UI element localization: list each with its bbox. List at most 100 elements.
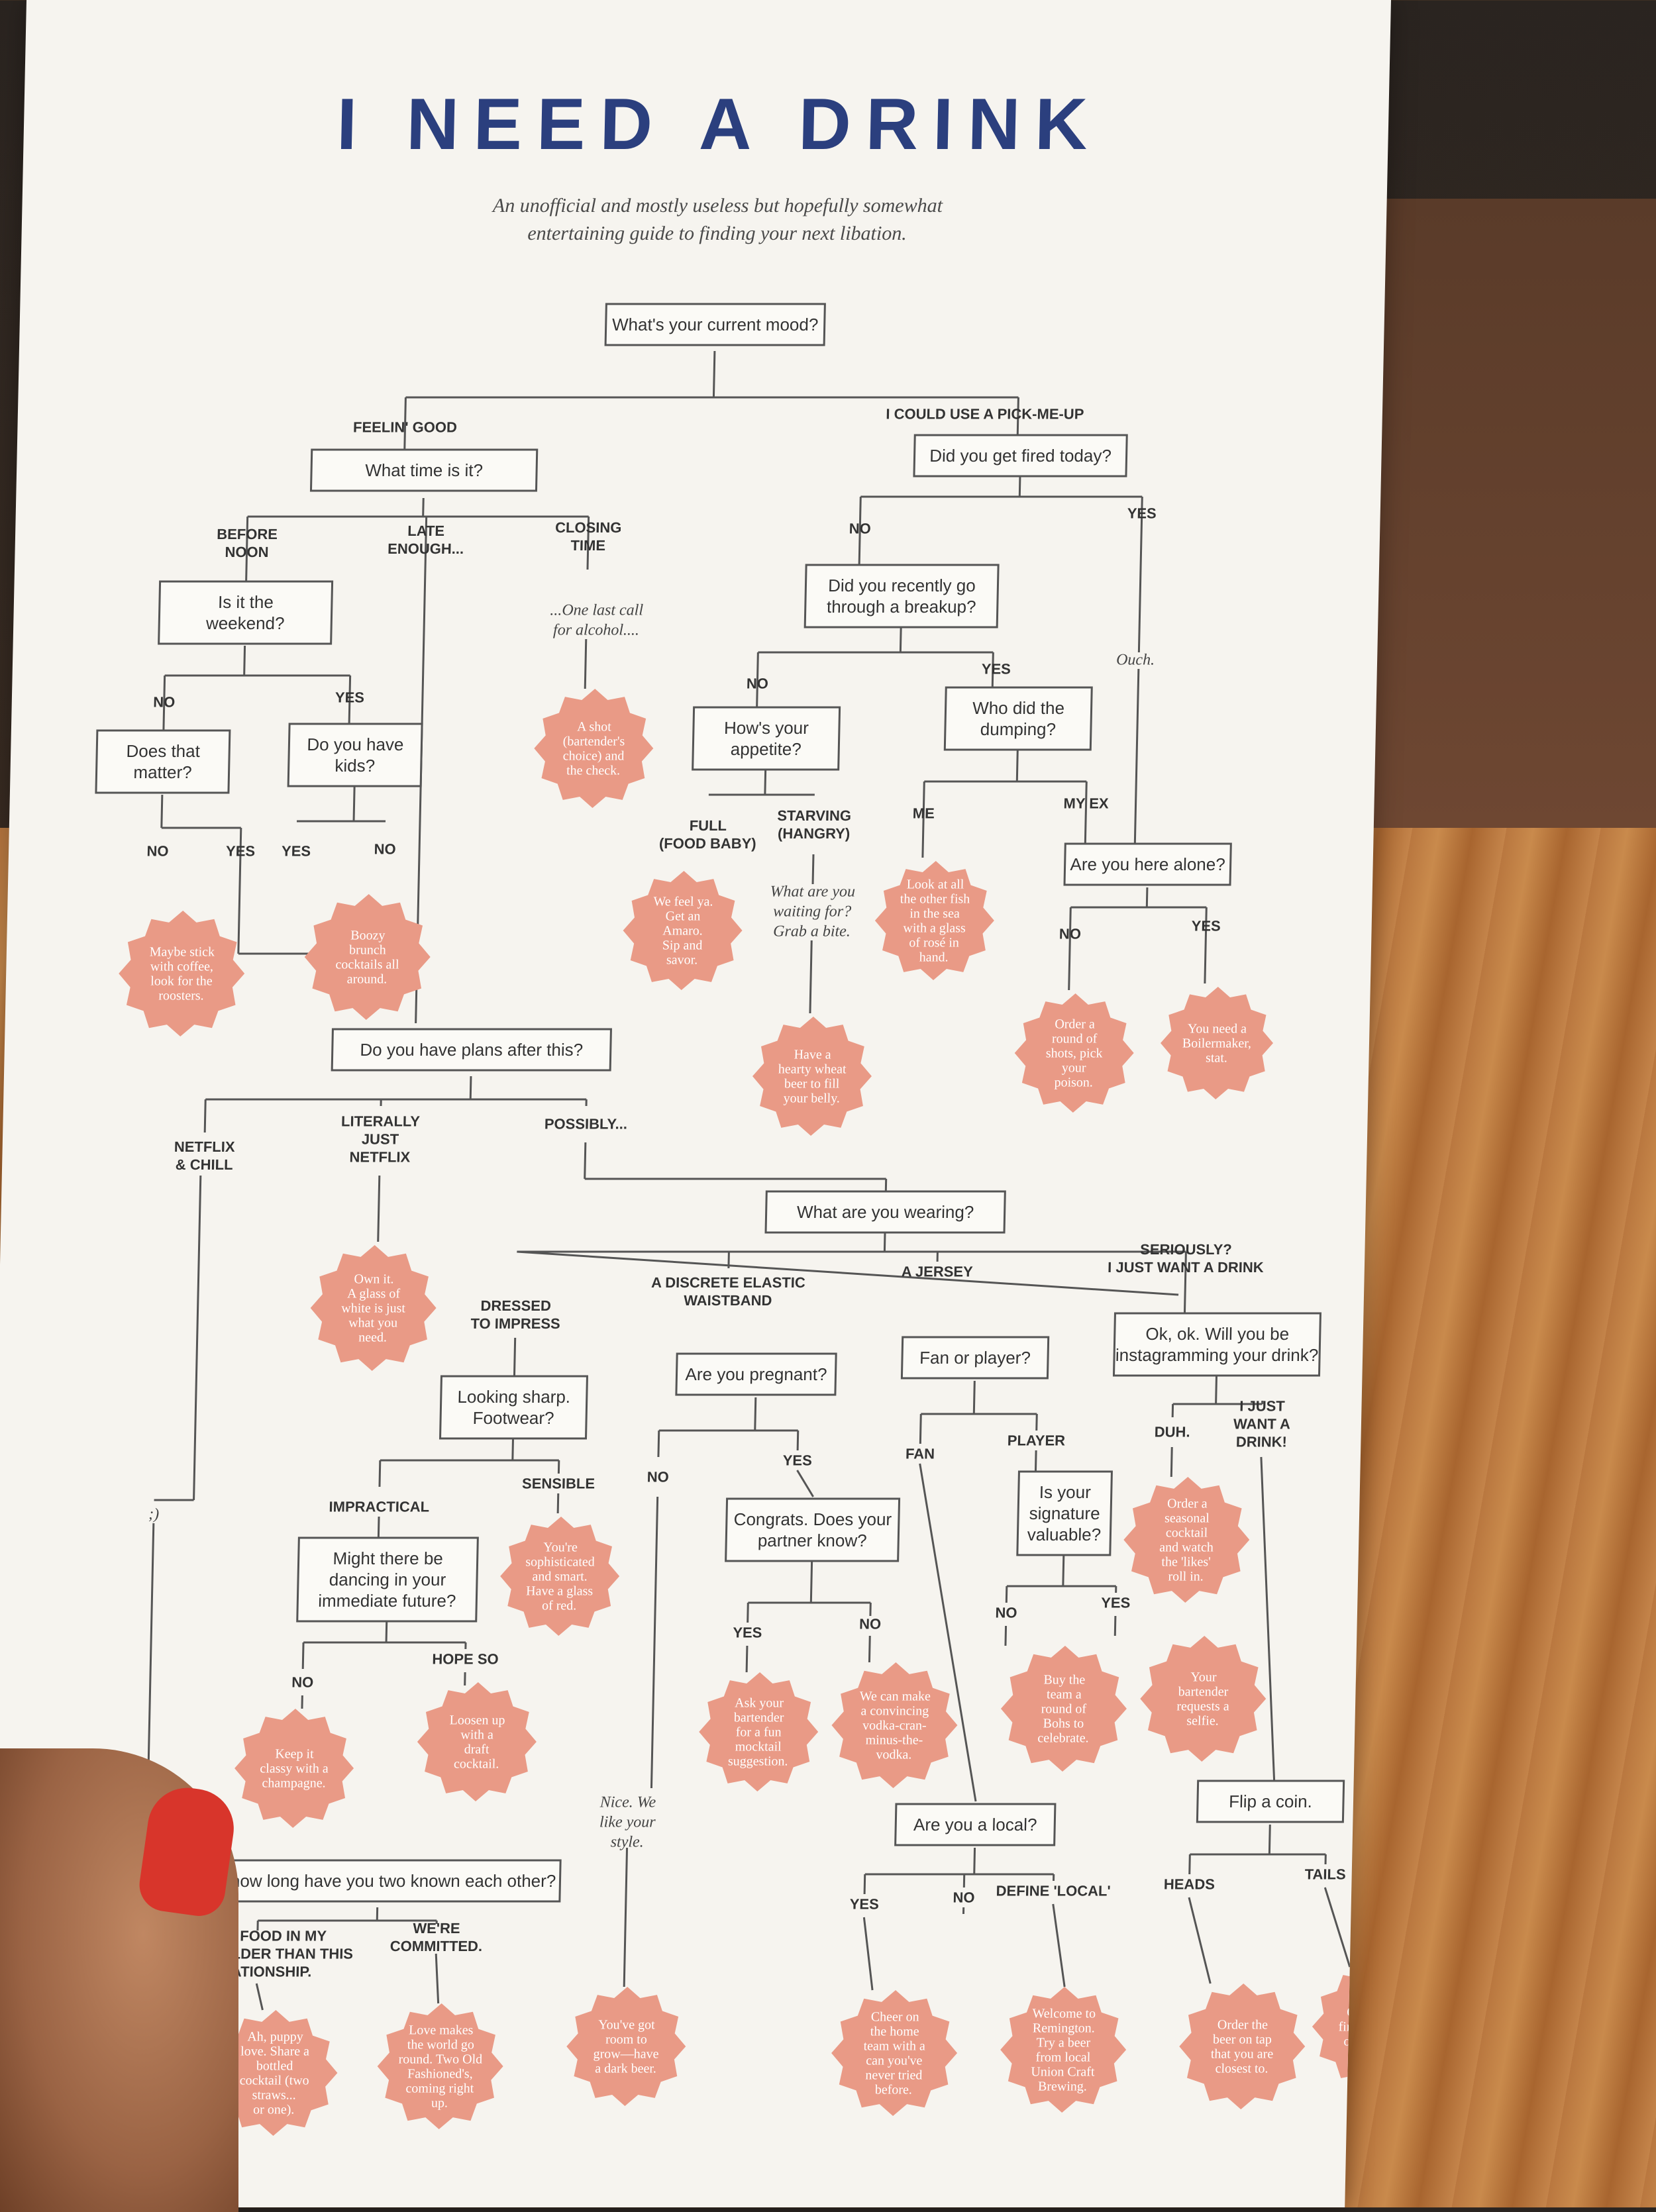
answer-text: Own it. xyxy=(354,1272,393,1287)
branch-label: SENSIBLE xyxy=(522,1475,595,1491)
branch-label: PLAYER xyxy=(1008,1432,1066,1448)
question-text: Does that xyxy=(126,741,201,761)
branch-label: I JUST xyxy=(1239,1397,1286,1414)
branch-label: NO xyxy=(747,675,769,691)
branch-label: YES xyxy=(1191,917,1221,934)
question-text: Do you have plans after this? xyxy=(360,1040,583,1060)
branch-label: YES xyxy=(783,1452,813,1468)
answer-text: Order a xyxy=(1167,1497,1208,1511)
answer-text: vodka-cran- xyxy=(862,1719,927,1733)
question-text: Are you here alone? xyxy=(1070,854,1225,874)
branch-label: WAISTBAND xyxy=(684,1292,772,1309)
branch-label: (HANGRY) xyxy=(778,825,851,842)
answer-text: choice) and xyxy=(562,749,624,764)
answer-text: draft xyxy=(464,1742,490,1757)
branch-label: NO xyxy=(146,842,169,859)
answer-text: can you've xyxy=(866,2054,923,2068)
answer-text: the home xyxy=(870,2025,919,2039)
branch-label: YES xyxy=(850,1895,880,1912)
connector-line xyxy=(1085,781,1086,848)
answer-text: minus-the- xyxy=(865,1733,923,1748)
aside-note: Grab a bite. xyxy=(773,923,851,940)
aside-note: waiting for? xyxy=(773,903,852,921)
branch-label: MY EX xyxy=(1063,795,1109,811)
answer-text: round of xyxy=(1052,1032,1098,1046)
question-text: What's your current mood? xyxy=(612,315,819,334)
connector-line xyxy=(423,498,424,517)
answer-text: bartender xyxy=(1178,1685,1229,1699)
connector-line xyxy=(1269,1825,1270,1854)
answer-text: straws... xyxy=(252,2088,296,2103)
answer-text: room to xyxy=(605,2033,647,2047)
branch-label: ENOUGH... xyxy=(388,540,464,557)
answer-text: up. xyxy=(431,2096,448,2111)
answer-text: around. xyxy=(347,972,388,987)
question-text: appetite? xyxy=(731,739,802,759)
answer-text: champagne. xyxy=(262,1776,326,1791)
connector-line xyxy=(713,351,714,397)
connector-line xyxy=(920,1414,921,1444)
question-text: Looking sharp. xyxy=(457,1387,570,1407)
branch-label: YES xyxy=(226,842,256,859)
answer-text: Maybe stick xyxy=(150,945,215,960)
connector-line xyxy=(624,1848,627,1987)
answer-text: Boozy xyxy=(350,929,386,943)
answer-text: Amaro. xyxy=(662,924,703,938)
question-text: partner know? xyxy=(758,1531,867,1550)
answer-text: Union Craft xyxy=(1031,2065,1095,2080)
answer-text: cocktail xyxy=(1166,1526,1208,1540)
connector-line xyxy=(1051,1904,1066,1987)
aside-note: for alcohol.... xyxy=(553,622,640,639)
subtitle-line: entertaining guide to finding your next … xyxy=(527,223,907,244)
question-text: What time is it? xyxy=(365,460,483,480)
answer-text: Get an xyxy=(665,909,700,924)
question-box-matter xyxy=(96,730,230,793)
connector-line xyxy=(1006,1586,1007,1603)
question-text: Is your xyxy=(1039,1482,1091,1502)
answer-text: vodka. xyxy=(876,1748,911,1762)
answer-text: cocktail (two xyxy=(239,2074,309,2088)
connector-line xyxy=(900,626,901,652)
answer-text: stat. xyxy=(1206,1051,1227,1066)
connector-line xyxy=(862,1917,874,1990)
connector-line xyxy=(470,1076,471,1099)
question-text: instagramming your drink? xyxy=(1115,1345,1319,1365)
answer-text: Boilermaker, xyxy=(1182,1036,1252,1051)
answer-text: need. xyxy=(358,1331,387,1345)
answer-text: bartender xyxy=(734,1711,784,1725)
answer-text: Keep it xyxy=(275,1747,314,1762)
question-text: Fan or player? xyxy=(919,1348,1031,1368)
answer-text: hand. xyxy=(919,950,949,965)
answer-text: Look at all xyxy=(906,878,964,892)
branch-label: YES xyxy=(335,689,365,705)
answer-text: Ask your xyxy=(735,1696,784,1711)
answer-text: bottled xyxy=(256,2059,293,2074)
answer-text: Cheer on xyxy=(871,2010,919,2025)
question-box-weekend xyxy=(159,581,333,644)
connector-line xyxy=(1216,1374,1217,1404)
answer-text: with coffee, xyxy=(150,960,214,974)
answer-text: before. xyxy=(875,2083,913,2097)
branch-label: YES xyxy=(982,660,1011,677)
answer-text: round of xyxy=(1041,1702,1087,1717)
answer-text: (bartender's xyxy=(563,734,625,749)
answer-text: never tried xyxy=(865,2068,923,2083)
branch-label: STARVING xyxy=(777,807,851,824)
question-box-kids xyxy=(288,724,422,786)
subtitle-line: An unofficial and mostly useless but hop… xyxy=(492,195,943,217)
branch-label: NO xyxy=(374,840,396,857)
answer-text: your belly. xyxy=(783,1091,840,1106)
connector-line xyxy=(1323,1887,1352,1967)
branch-label: FAN xyxy=(906,1445,935,1462)
connector-line xyxy=(810,940,811,1013)
connector-line xyxy=(1171,1447,1172,1477)
question-text: weekend? xyxy=(205,613,285,633)
branch-label: & CHILL xyxy=(176,1156,233,1173)
branch-label: NO xyxy=(153,693,176,710)
branch-label: NETFLIX xyxy=(174,1138,236,1155)
answer-text: round. Two Old xyxy=(398,2052,482,2067)
question-text: Do you have xyxy=(307,734,404,754)
answer-text: hearty wheat xyxy=(778,1062,847,1077)
answer-text: the 'likes' xyxy=(1161,1555,1211,1570)
branch-label: YES xyxy=(1101,1594,1131,1611)
